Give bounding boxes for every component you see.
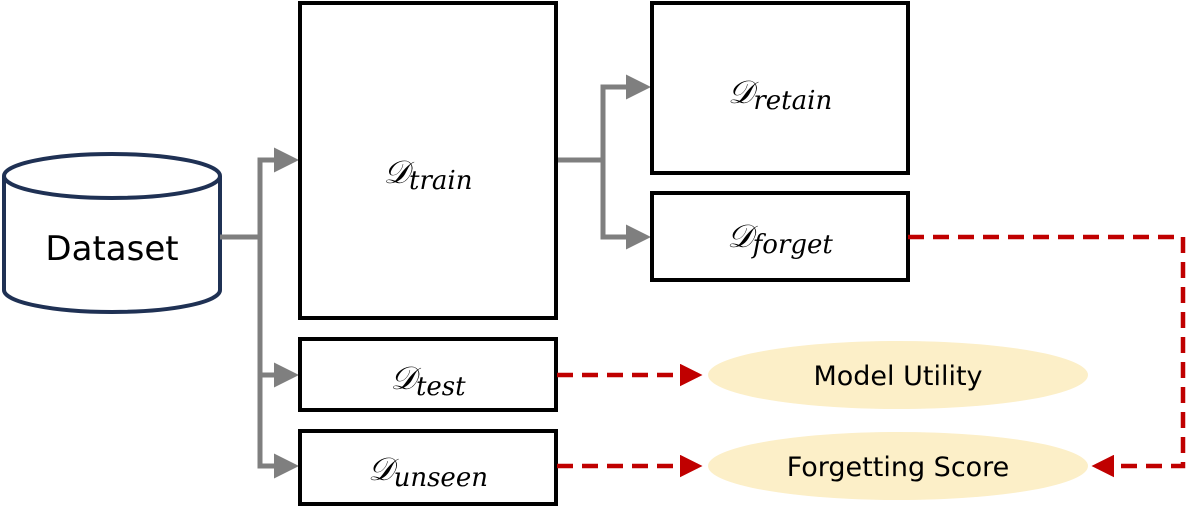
database-body <box>2 176 222 314</box>
model-utility-output: Model Utility <box>708 341 1088 409</box>
arrow-to-forget <box>600 160 651 250</box>
retain-set-box: 𝒟retain <box>650 1 910 175</box>
forgetting-score-output: Forgetting Score <box>708 432 1088 500</box>
arrow-to-test <box>257 237 299 388</box>
arrow-to-train <box>220 147 299 240</box>
test-set-box: 𝒟test <box>298 337 558 412</box>
forget-set-box: 𝒟forget <box>650 191 910 282</box>
arrow-to-unseen <box>257 375 299 479</box>
train-split-arrows <box>557 74 651 250</box>
dataset-database: Dataset <box>2 152 222 314</box>
dataset-split-arrows <box>220 147 299 479</box>
database-top <box>2 152 222 200</box>
arrow-to-retain <box>557 74 651 163</box>
forget-set-label: 𝒟forget <box>727 217 833 260</box>
train-set-label: 𝒟train <box>384 153 473 196</box>
train-set-box: 𝒟train <box>298 1 558 320</box>
unseen-set-box: 𝒟unseen <box>298 429 558 506</box>
arrow-forget-to-forgetting <box>908 234 1186 478</box>
model-utility-label: Model Utility <box>813 361 982 392</box>
evaluation-arrows <box>557 234 1186 478</box>
retain-set-label: 𝒟retain <box>728 73 832 116</box>
test-set-label: 𝒟test <box>390 359 466 402</box>
unseen-set-label: 𝒟unseen <box>368 450 488 493</box>
forgetting-score-label: Forgetting Score <box>787 452 1010 483</box>
dataset-label: Dataset <box>45 229 178 269</box>
